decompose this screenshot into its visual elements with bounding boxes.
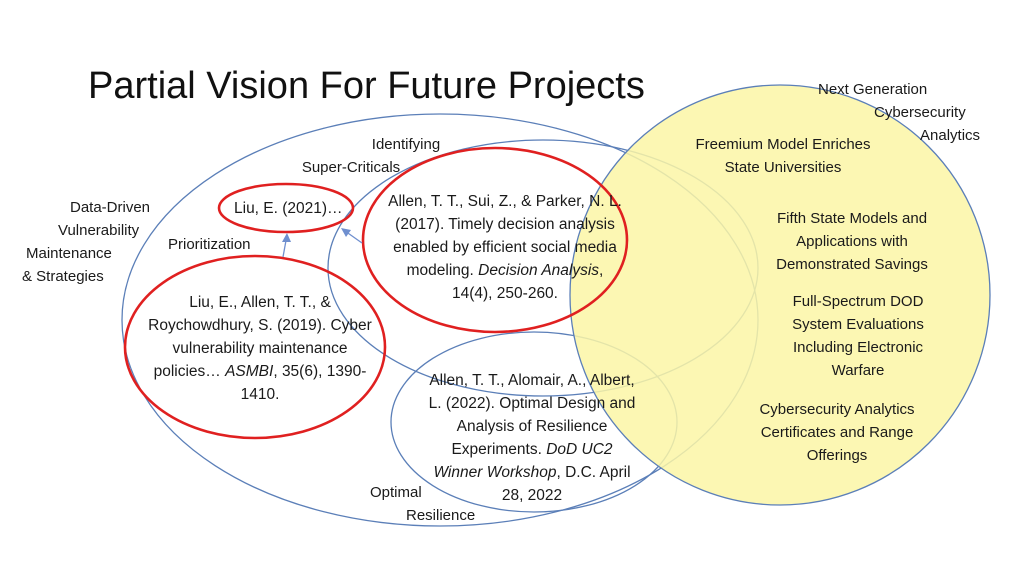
label-next-generation: Next Generation Cybersecurity Analytics	[818, 81, 981, 144]
label-data-driven: Data-Driven Vulnerability Maintenance & …	[22, 199, 151, 285]
journal-asmbi: ASMBI	[225, 363, 274, 380]
liu-2019-highlight	[123, 254, 387, 440]
label-identifying: Identifying Super-Criticals	[301, 136, 441, 176]
allen-2017-highlight	[361, 146, 629, 334]
citation-liu-2019: Liu, E., Allen, T. T., & Roychowdhury, S…	[148, 294, 372, 403]
journal-winner-workshop: Winner Workshop	[433, 464, 557, 481]
page-title: Partial Vision For Future Projects	[88, 65, 645, 107]
citation-allen-2022: Allen, T. T., Alomair, A., Albert, L. (2…	[428, 372, 636, 504]
future-item-fifth-state: Fifth State Models and Applications with…	[776, 210, 928, 273]
journal-decision-analysis: Decision Analysis	[478, 262, 600, 279]
label-optimal-resilience: Optimal Resilience	[370, 484, 476, 524]
arrow-prioritization-head	[282, 233, 291, 242]
future-item-full-spectrum: Full-Spectrum DOD System Evaluations Inc…	[792, 293, 924, 379]
future-item-certificates: Cybersecurity Analytics Certificates and…	[759, 401, 915, 464]
liu-2021-highlight	[217, 182, 355, 234]
future-item-freemium: Freemium Model Enriches State Universiti…	[695, 136, 871, 176]
arrow-super-criticals-head	[341, 228, 351, 237]
journal-dod-uc2: DoD UC2	[546, 441, 613, 458]
future-projects-circle	[569, 84, 991, 506]
label-prioritization: Prioritization	[168, 236, 251, 253]
citation-allen-2017: Allen, T. T., Sui, Z., & Parker, N. L. (…	[388, 193, 622, 302]
citation-liu-2021: Liu, E. (2021)…	[234, 200, 343, 217]
